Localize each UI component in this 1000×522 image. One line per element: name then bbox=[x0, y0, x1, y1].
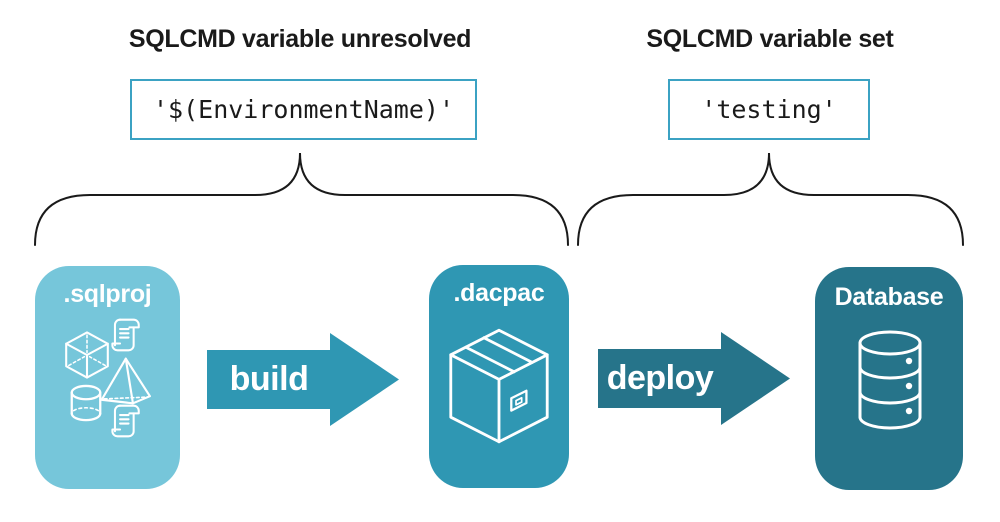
dacpac-label: .dacpac bbox=[453, 279, 545, 307]
deploy-arrow-shape bbox=[598, 332, 790, 425]
sqlproj-label: .sqlproj bbox=[63, 280, 152, 308]
database-card: Database bbox=[815, 267, 963, 490]
build-arrow-shape bbox=[207, 333, 399, 426]
cube-icon bbox=[65, 331, 109, 379]
deploy-arrow: deploy bbox=[598, 332, 790, 425]
package-icon bbox=[449, 328, 549, 444]
cylinder-icon bbox=[70, 384, 102, 422]
brace-right bbox=[577, 152, 964, 246]
build-arrow-label: build bbox=[229, 360, 309, 398]
unresolved-code-box: '$(EnvironmentName)' bbox=[130, 79, 477, 140]
database-icon bbox=[858, 330, 922, 430]
unresolved-code-text: '$(EnvironmentName)' bbox=[152, 95, 455, 124]
set-heading: SQLCMD variable set bbox=[646, 25, 894, 53]
unresolved-heading: SQLCMD variable unresolved bbox=[128, 25, 472, 53]
set-code-text: 'testing' bbox=[701, 95, 837, 124]
deploy-arrow-label: deploy bbox=[606, 359, 714, 397]
sqlproj-card: .sqlproj bbox=[35, 266, 180, 489]
set-code-box: 'testing' bbox=[668, 79, 870, 140]
brace-left bbox=[34, 152, 569, 246]
scroll-icon bbox=[111, 318, 140, 352]
database-label: Database bbox=[834, 283, 944, 311]
pyramid-icon bbox=[100, 357, 151, 405]
dacpac-card: .dacpac bbox=[429, 265, 569, 488]
scroll-icon bbox=[111, 404, 140, 438]
braces-group bbox=[34, 152, 964, 246]
build-arrow: build bbox=[207, 333, 399, 426]
